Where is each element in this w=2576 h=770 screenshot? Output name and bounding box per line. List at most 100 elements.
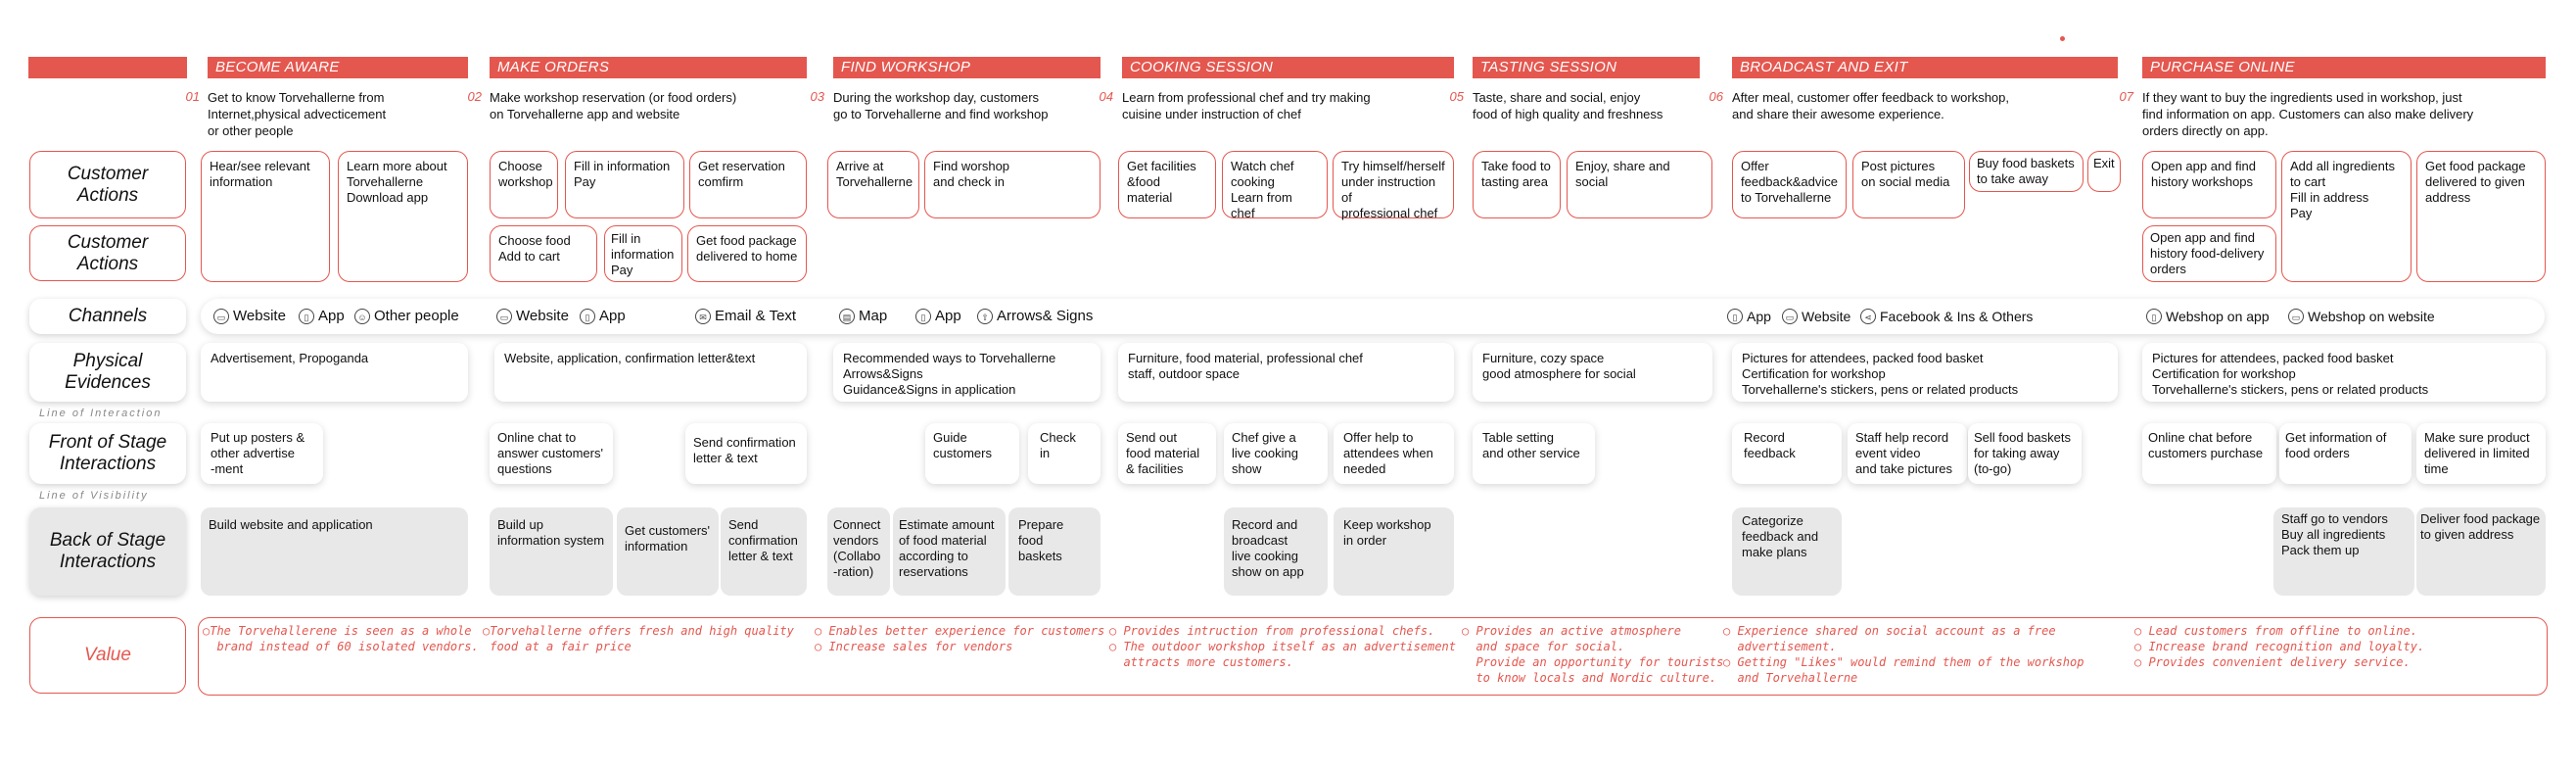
- action-card: Choose food Add to cart: [490, 225, 597, 282]
- action-card: Learn more about Torvehallerne Download …: [338, 151, 468, 282]
- back-stage-card: Keep workshop in order: [1334, 507, 1454, 596]
- action-card: Open app and find history workshops: [2142, 151, 2276, 218]
- action-card: Fill in information Pay: [604, 225, 682, 282]
- stage-broadcast-exit: BROADCAST AND EXIT: [1732, 57, 2118, 78]
- stage-number: 04: [1099, 89, 1113, 104]
- front-stage-card: Table setting and other service: [1473, 423, 1595, 484]
- physical-evidence-card: Pictures for attendees, packed food bask…: [1732, 343, 2118, 402]
- front-stage-card: Put up posters & other advertise -ment: [201, 423, 323, 484]
- channel-item: ▯ App: [580, 307, 626, 326]
- row-customer-actions: Customer Actions: [29, 151, 186, 218]
- action-card: Take food to tasting area: [1473, 151, 1561, 218]
- app-icon: ▯: [299, 309, 314, 324]
- action-card: Get reservation comfirm: [689, 151, 807, 218]
- channel-label: App: [318, 308, 345, 324]
- stage-description: After meal, customer offer feedback to w…: [1732, 90, 2010, 121]
- website-icon: ▭: [2288, 309, 2304, 324]
- stage-description: Make workshop reservation (or food order…: [490, 90, 737, 121]
- front-stage-card: Record feedback: [1732, 423, 1842, 484]
- channel-label: App: [935, 308, 961, 324]
- stage-description: If they want to buy the ingredients used…: [2142, 90, 2474, 138]
- share-icon: ⋖: [1860, 309, 1876, 324]
- front-stage-card: Get information of food orders: [2279, 423, 2412, 484]
- channel-label: App: [599, 308, 626, 324]
- back-stage-card: Categorize feedback and make plans: [1732, 507, 1842, 596]
- channel-item: ⋖ Facebook & Ins & Others: [1860, 307, 2033, 326]
- front-stage-card: Staff help record event video and take p…: [1848, 423, 1967, 484]
- physical-evidence-card: Pictures for attendees, packed food bask…: [2142, 343, 2546, 402]
- row-channels: Channels: [29, 299, 186, 334]
- stage-cooking-session: COOKING SESSION: [1122, 57, 1454, 78]
- action-card: Open app and find history food-delivery …: [2142, 225, 2276, 282]
- front-stage-card: Check in: [1028, 423, 1101, 484]
- action-card: Post pictures on social media: [1852, 151, 1965, 218]
- action-card: Try himself/herself under instruction of…: [1333, 151, 1454, 220]
- back-stage-card: Build website and application: [201, 507, 468, 596]
- row-value: Value: [29, 617, 186, 694]
- stage-number: 03: [810, 89, 824, 104]
- channel-item: ▤ Map: [839, 307, 887, 326]
- app-icon: ▯: [580, 309, 595, 324]
- front-stage-card: Sell food baskets for taking away (to-go…: [1968, 423, 2082, 484]
- channel-item: ▭Website: [213, 307, 286, 326]
- front-stage-card: Send confirmation letter & text: [685, 423, 807, 484]
- action-card: Offer feedback&advice to Torvehallerne: [1732, 151, 1847, 218]
- channel-label: Website: [1802, 309, 1851, 324]
- action-card: Enjoy, share and social: [1567, 151, 1712, 218]
- app-icon: ▯: [915, 309, 931, 324]
- channel-label: Arrows& Signs: [997, 308, 1094, 324]
- value-text: ○ Provides an active atmosphere and spac…: [1462, 624, 1724, 685]
- signs-icon: ⇧: [977, 309, 993, 324]
- back-stage-card: Build up information system: [490, 507, 613, 596]
- front-stage-card: Send out food material & facilities: [1118, 423, 1216, 484]
- channel-item: ⇧ Arrows& Signs: [977, 307, 1093, 326]
- stage-description: Get to know Torvehallerne from Internet,…: [208, 90, 387, 138]
- back-stage-card: Get customers' information: [617, 507, 719, 596]
- action-card: Fill in information Pay: [565, 151, 684, 218]
- people-icon: ☺: [354, 309, 370, 324]
- action-card: Get facilities &food material: [1118, 151, 1216, 218]
- back-stage-card: Send confirmation letter & text: [721, 507, 807, 596]
- header-stub: [28, 57, 187, 78]
- stage-description: Taste, share and social, enjoy food of h…: [1473, 90, 1663, 121]
- website-icon: ▭: [213, 309, 229, 324]
- value-text: ○ Experience shared on social account as…: [1723, 624, 2084, 685]
- back-stage-card: Record and broadcast live cooking show o…: [1224, 507, 1328, 596]
- dot-marker: [2060, 36, 2065, 41]
- channel-label: Map: [859, 308, 888, 324]
- action-card: Choose workshop: [490, 151, 558, 218]
- back-stage-card: Prepare food baskets: [1008, 507, 1101, 596]
- action-card: Watch chef cooking Learn from chef: [1222, 151, 1328, 220]
- website-icon: ▭: [496, 309, 512, 324]
- action-card: Find worshop and check in: [924, 151, 1101, 218]
- channel-item: ▯App: [1727, 307, 1771, 326]
- stage-number: 05: [1449, 89, 1464, 104]
- action-card: Hear/see relevant information: [201, 151, 330, 282]
- value-text: ○ Lead customers from offline to online.…: [2134, 624, 2425, 669]
- channel-item: ▯ App: [299, 307, 345, 326]
- value-text: ○ Provides intruction from professional …: [1109, 624, 1457, 669]
- channel-label: Webshop on website: [2308, 309, 2435, 324]
- row-physical-evidences: Physical Evidences: [29, 343, 186, 402]
- channel-item: ▭Website: [1782, 307, 1850, 326]
- stage-number: 02: [467, 89, 482, 104]
- map-icon: ▤: [839, 309, 855, 324]
- stage-become-aware: BECOME AWARE: [208, 57, 468, 78]
- channel-label: Facebook & Ins & Others: [1880, 309, 2034, 324]
- stage-find-workshop: FIND WORKSHOP: [833, 57, 1101, 78]
- row-front-of-stage: Front of Stage Interactions: [29, 423, 186, 484]
- action-card: Add all ingredients to cart Fill in addr…: [2281, 151, 2412, 282]
- value-text: ○Torvehallerne offers fresh and high qua…: [483, 624, 794, 653]
- stage-number: 07: [2119, 89, 2133, 104]
- front-stage-card: Online chat to answer customers' questio…: [490, 423, 613, 484]
- back-stage-card: Deliver food package to given address: [2416, 507, 2546, 596]
- front-stage-card: Online chat before customers purchase: [2142, 423, 2276, 484]
- action-card: Buy food baskets to take away: [1969, 151, 2084, 192]
- physical-evidence-card: Recommended ways to Torvehallerne Arrows…: [833, 343, 1101, 402]
- physical-evidence-card: Furniture, cozy space good atmosphere fo…: [1473, 343, 1712, 402]
- line-of-visibility: Line of Visibility: [39, 490, 149, 502]
- channel-label: Email & Text: [715, 308, 797, 324]
- physical-evidence-card: Website, application, confirmation lette…: [494, 343, 807, 402]
- stage-make-orders: MAKE ORDERS: [490, 57, 807, 78]
- row-customer-actions: Customer Actions: [29, 225, 186, 281]
